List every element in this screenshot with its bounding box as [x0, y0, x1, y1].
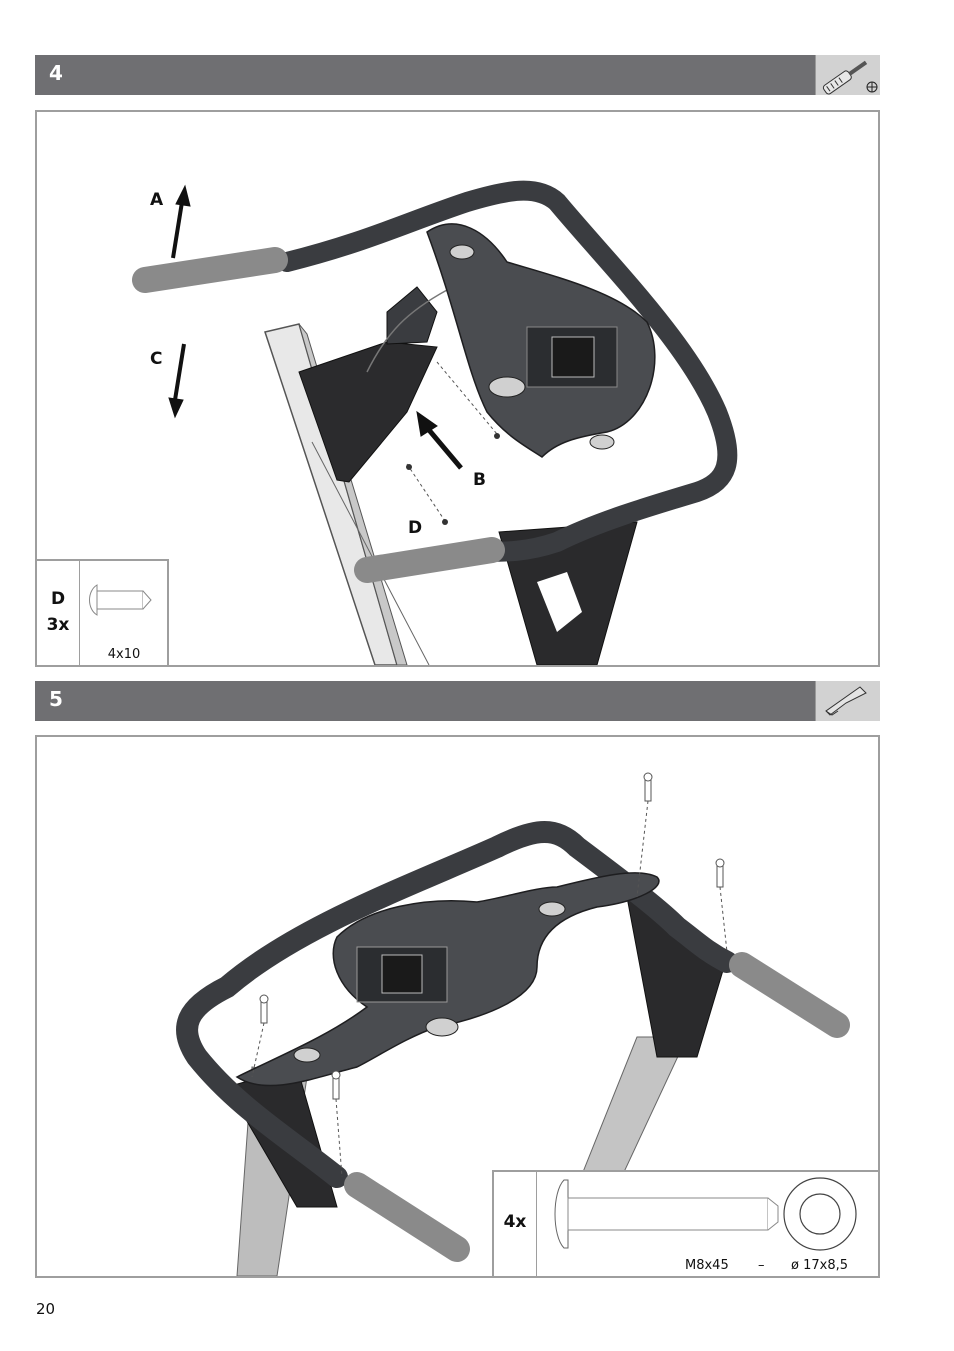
- callout-a: A: [150, 190, 164, 210]
- legend-label-column: D 3x: [37, 561, 80, 665]
- screw-size: 4x10: [107, 647, 141, 662]
- step-5-panel: 4x M8x45 – ø 17x8,5: [35, 735, 880, 1278]
- step-number: 5: [49, 687, 63, 711]
- step-number: 4: [49, 61, 63, 85]
- part-quantity: 3x: [46, 615, 70, 635]
- part-label: D: [50, 589, 66, 609]
- step-5-illustration: [176, 772, 850, 1276]
- callout-d: D: [408, 518, 423, 538]
- screw-drawing-icon: [89, 584, 152, 616]
- spec-separator: –: [758, 1258, 765, 1273]
- washer-size: ø 17x8,5: [791, 1258, 848, 1273]
- parts-legend-bolts: 4x M8x45 – ø 17x8,5: [492, 1170, 878, 1276]
- bolt-quantity: 4x: [503, 1212, 527, 1232]
- tool-box: [815, 55, 880, 95]
- allen-key-icon: [825, 686, 867, 716]
- step-4-header: 4: [35, 55, 880, 95]
- step-4-illustration: [132, 180, 738, 665]
- callout-c: C: [150, 349, 163, 369]
- bolt-size: M8x45: [685, 1258, 729, 1273]
- tool-box: [815, 681, 880, 721]
- screwdriver-icon: [822, 60, 878, 95]
- bolt-washer-drawing-icon: [554, 1177, 857, 1251]
- parts-legend-d: D 3x 4x10: [37, 559, 169, 665]
- legend-label-column: 4x: [494, 1172, 537, 1276]
- step-5-header: 5: [35, 681, 880, 721]
- callout-b: B: [473, 470, 486, 490]
- step-4-panel: A B C D D 3x 4x10: [35, 110, 880, 667]
- page-number: 20: [36, 1300, 56, 1318]
